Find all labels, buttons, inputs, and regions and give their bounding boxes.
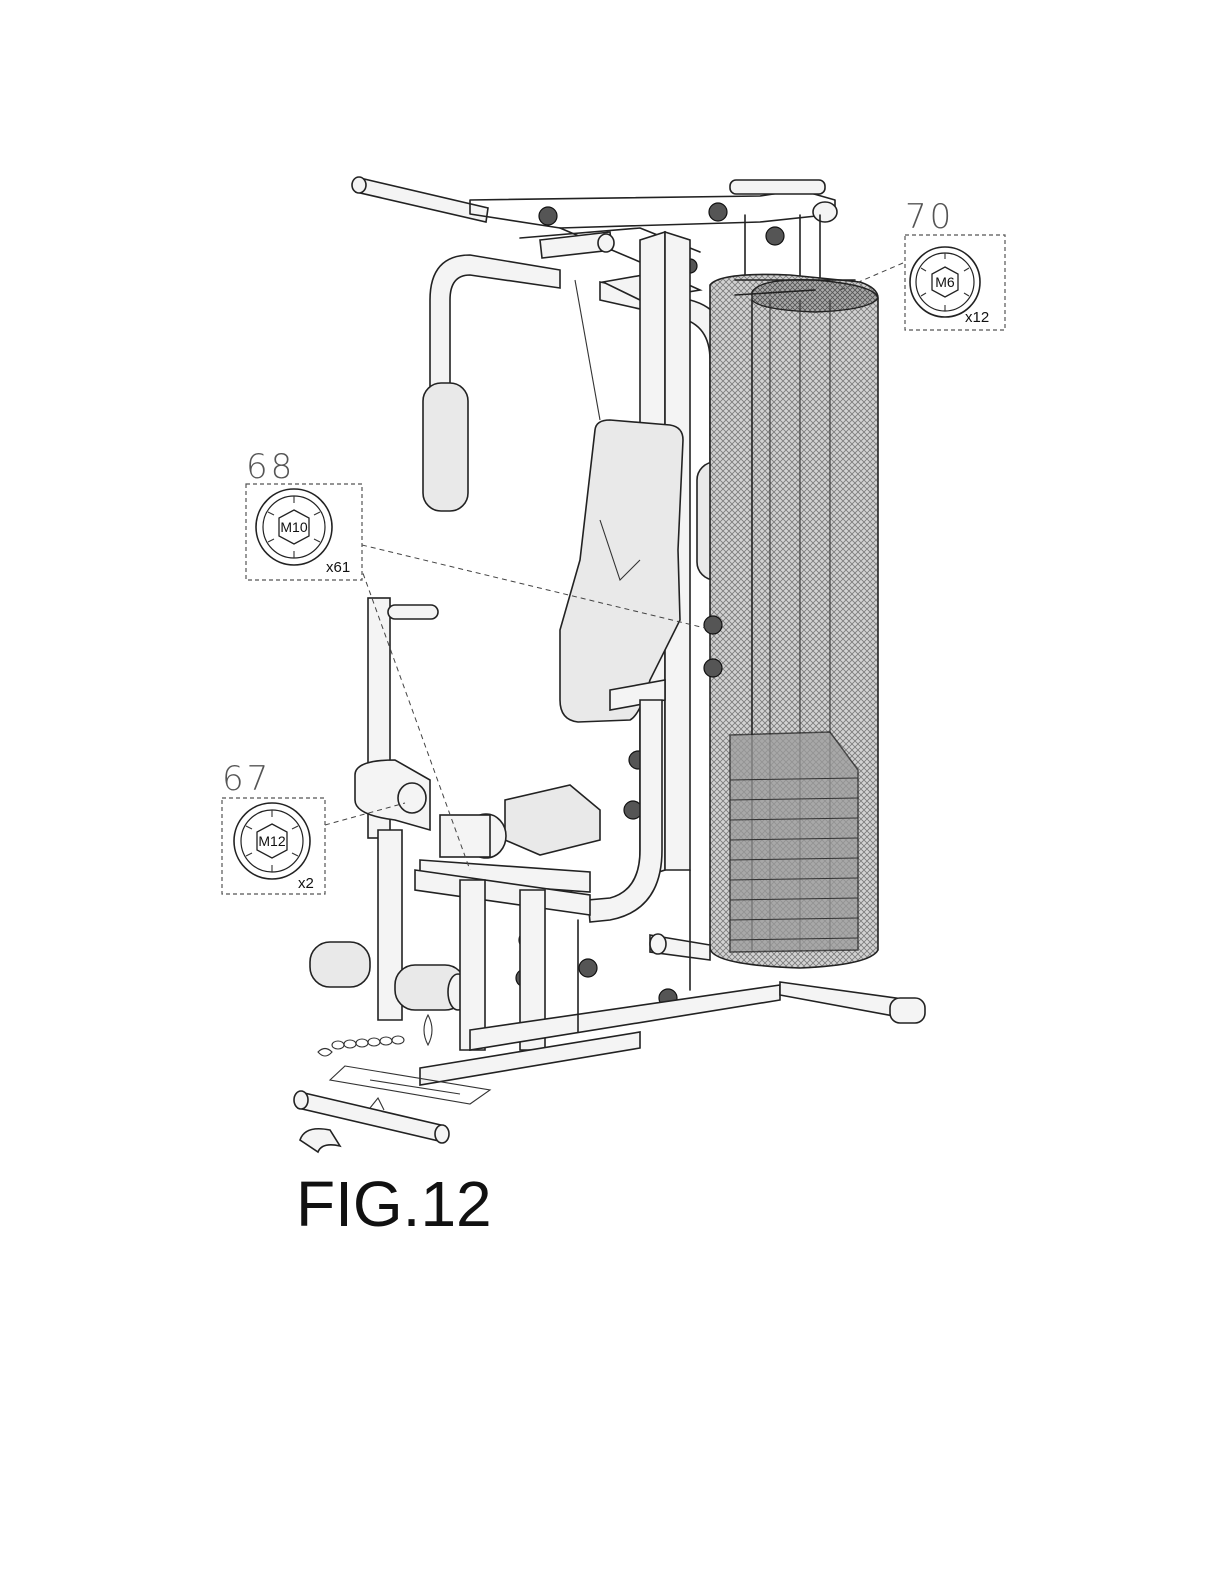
part-number-70: 70 — [905, 197, 954, 237]
callout-part-70: 70 M6 x12 — [905, 197, 1005, 330]
home-gym-machine — [294, 177, 925, 1152]
quantity-67: x2 — [298, 875, 314, 892]
part-number-68: 68 — [246, 447, 295, 487]
leg-extension — [310, 598, 468, 1020]
quantity-68: x61 — [326, 559, 350, 576]
nut-size-68: M10 — [280, 519, 307, 535]
nut-size-70: M6 — [935, 274, 955, 290]
figure-label: FIG.12 — [296, 1168, 492, 1240]
chain — [318, 1036, 404, 1056]
quantity-70: x12 — [965, 309, 989, 326]
pec-deck-arm — [423, 255, 740, 580]
part-number-67: 67 — [222, 759, 271, 799]
weight-stack-guard — [710, 274, 878, 968]
callout-part-67: 67 M12 x2 — [222, 759, 325, 894]
weight-plates — [730, 732, 858, 952]
callout-part-68: 68 M10 x61 — [246, 447, 362, 580]
nut-size-67: M12 — [258, 833, 285, 849]
